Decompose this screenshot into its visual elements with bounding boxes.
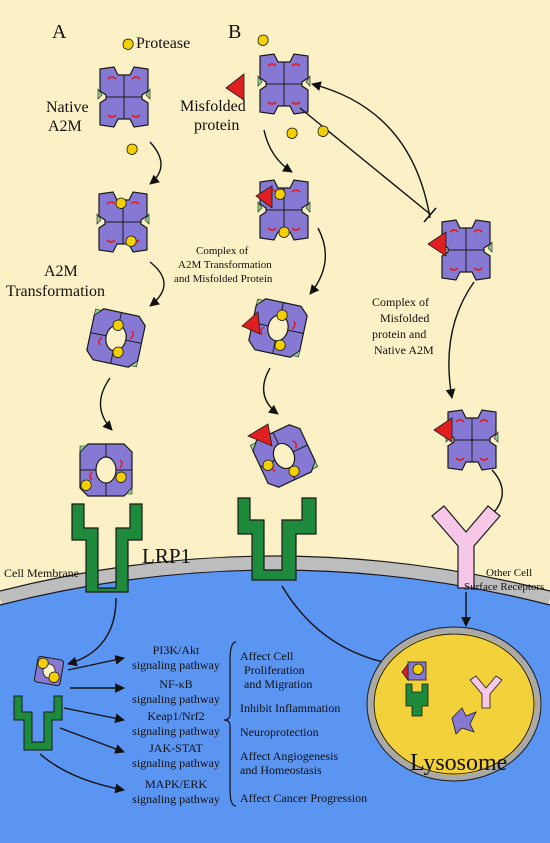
arrow-b-1 bbox=[263, 129, 293, 173]
pathway-sublabel: signaling pathway bbox=[132, 658, 220, 672]
lysosome-receptor-fragment bbox=[469, 675, 503, 709]
lysosome-degraded-fragment bbox=[451, 707, 477, 735]
bound-protease-icon bbox=[278, 226, 290, 238]
misfolded-protein-icon bbox=[247, 423, 273, 447]
bound-protease-icon bbox=[262, 459, 274, 471]
bound-protease-icon bbox=[115, 471, 127, 483]
lysosome-label: Lysosome bbox=[410, 750, 507, 776]
misfolded-protein-icon bbox=[255, 185, 273, 209]
signaling-a2m-lrp1-complex bbox=[13, 655, 65, 751]
arrow-a-2 bbox=[149, 261, 165, 307]
misfolded-protein-label-2: protein bbox=[194, 117, 239, 134]
arrow-to-mapk bbox=[39, 753, 125, 794]
effects-bracket bbox=[223, 641, 237, 807]
misfolded-protein-molecule bbox=[225, 73, 245, 101]
misfolded-protein-icon bbox=[401, 662, 409, 682]
effect-label: Affect Cell bbox=[240, 649, 294, 663]
a2m-transformation-label-2: Transformation bbox=[6, 283, 105, 300]
misfolded-protein-icon bbox=[241, 311, 261, 335]
arrow-lrp1-a-to-signaling bbox=[67, 597, 117, 667]
bound-protease-icon bbox=[288, 465, 300, 477]
complex-b-label-1: Complex of bbox=[196, 245, 249, 257]
pathway-sublabel: signaling pathway bbox=[132, 792, 220, 806]
panel-label-a: A bbox=[52, 21, 67, 43]
arrow-native-to-cycle bbox=[311, 81, 431, 219]
inhibition-line bbox=[299, 107, 431, 215]
protease-molecule bbox=[122, 38, 134, 50]
effect-label: Affect Angiogenesis bbox=[240, 749, 338, 763]
a2m-misfolded-complex-native bbox=[445, 409, 499, 471]
complex-b-label-2: A2M Transformation bbox=[178, 259, 272, 271]
arrow-to-pi3k bbox=[67, 655, 125, 671]
bound-protease-icon bbox=[125, 235, 137, 247]
other-receptors-label-2: Surface Receptors bbox=[464, 581, 544, 593]
cell-membrane-label: Cell Membrane bbox=[4, 566, 79, 580]
native-a2m-label-1: Native bbox=[46, 99, 89, 116]
arrow-a-1 bbox=[149, 141, 162, 185]
bound-protease-icon bbox=[274, 339, 286, 351]
complex-native-label-2: Misfolded bbox=[380, 311, 429, 325]
effect-label: Inhibit Inflammation bbox=[240, 701, 340, 715]
pathway-name: MAPK/ERK bbox=[145, 777, 207, 791]
effect-label: and Homeostasis bbox=[240, 763, 322, 777]
bound-protease-icon bbox=[48, 671, 60, 683]
complex-native-label-3: protein and bbox=[372, 327, 426, 341]
pathway-sublabel: signaling pathway bbox=[132, 724, 220, 738]
pathway-sublabel: signaling pathway bbox=[132, 756, 220, 770]
arrow-b-2 bbox=[309, 227, 327, 295]
bound-protease-icon bbox=[115, 197, 127, 209]
protease-label: Protease bbox=[136, 35, 190, 52]
arrow-to-keap1 bbox=[63, 707, 125, 724]
effect-label-line2: Proliferation bbox=[244, 663, 305, 677]
misfolded-protein-icon bbox=[427, 231, 447, 257]
panel-label-b: B bbox=[228, 21, 241, 43]
effect-label: Neuroprotection bbox=[240, 725, 319, 739]
bound-protease-icon bbox=[276, 309, 288, 321]
a2m-transformation-label-1: A2M bbox=[44, 263, 78, 280]
arrow-b-3 bbox=[262, 367, 279, 415]
arrow-lrp1-b-to-lysosome bbox=[281, 585, 393, 668]
protease-icon bbox=[412, 663, 424, 675]
native-a2m-c bbox=[439, 219, 493, 281]
bound-protease-icon bbox=[274, 188, 286, 200]
pathway-sublabel: signaling pathway bbox=[132, 692, 220, 706]
native-a2m-label-2: A2M bbox=[48, 118, 82, 135]
pathway-name: PI3K/Akt bbox=[153, 643, 200, 657]
lrp1-receptor-b bbox=[237, 497, 317, 581]
protease-icon bbox=[286, 127, 298, 139]
misfolded-protein-icon bbox=[433, 417, 453, 443]
protease-icon bbox=[257, 34, 269, 46]
pathway-name: JAK-STAT bbox=[149, 741, 203, 755]
transforming-a2m bbox=[84, 306, 148, 370]
effect-label: Affect Cancer Progression bbox=[240, 791, 367, 805]
bound-protease-icon bbox=[112, 346, 124, 358]
misfolded-protein-label-1: Misfolded bbox=[180, 98, 246, 115]
complex-native-label-1: Complex of bbox=[372, 295, 429, 309]
lrp1-receptor-a bbox=[71, 503, 143, 593]
effect-label: and Migration bbox=[244, 677, 312, 691]
pathway-name: NF-κB bbox=[159, 677, 192, 691]
pathway-name: Keap1/Nrf2 bbox=[147, 709, 204, 723]
bound-protease-icon bbox=[37, 657, 49, 669]
complex-b-label-3: and Misfolded Protein bbox=[174, 273, 273, 285]
degraded-a2m-in-lysosome bbox=[401, 661, 429, 717]
other-cell-surface-receptor bbox=[431, 505, 501, 589]
arrow-to-jakstat bbox=[59, 727, 125, 754]
arrow-a-3 bbox=[99, 377, 113, 431]
protease-molecule-2 bbox=[126, 143, 138, 155]
native-a2m-b bbox=[257, 53, 311, 115]
lrp1-label: LRP1 bbox=[142, 544, 191, 568]
bound-protease-icon bbox=[112, 319, 124, 331]
other-receptors-label-1: Other Cell bbox=[486, 567, 532, 579]
protease-icon bbox=[317, 125, 329, 137]
native-a2m-a bbox=[97, 66, 151, 128]
complex-native-label-4: Native A2M bbox=[374, 343, 434, 357]
bound-protease-icon bbox=[80, 479, 92, 491]
arrow-c-1 bbox=[445, 281, 475, 399]
